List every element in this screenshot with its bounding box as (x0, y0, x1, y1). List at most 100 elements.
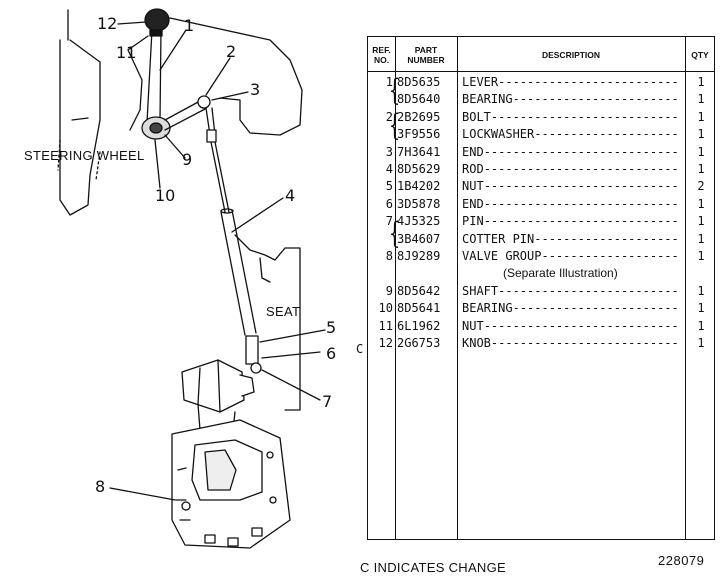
ref-no-cell: 5 (385, 179, 393, 194)
table-row: 8D5640 BEARING---------------------------… (368, 91, 714, 108)
description-cell: ROD-------------------------------------… (462, 161, 680, 178)
qty-cell: 2 (697, 179, 705, 194)
valve-upper (181, 359, 245, 413)
seat-outline (234, 234, 301, 411)
part-number-cell: 3D5878 (397, 196, 441, 211)
table-row: 3F9556 LOCKWASHER------------------------… (368, 126, 714, 143)
header-part-number: PART NUMBER (407, 45, 445, 65)
callout-5: 5 (326, 318, 337, 337)
callout-8: 8 (95, 477, 106, 496)
ref-no-cell: 12 (378, 336, 393, 350)
lever-body (146, 29, 162, 123)
col-divider (457, 37, 458, 539)
qty-cell: 1 (697, 249, 705, 263)
callout-3: 3 (250, 80, 261, 99)
description-cell: BOLT------------------------------------… (462, 109, 680, 126)
table-row: 18D5635LEVER----------------------------… (368, 74, 714, 91)
description-cell: LOCKWASHER------------------------------… (462, 126, 680, 143)
dot-leader: ---------------------------------------- (483, 179, 680, 194)
description-cell: KNOB------------------------------------… (462, 335, 680, 352)
description-cell: END-------------------------------------… (462, 196, 680, 213)
qty-cell: 1 (697, 127, 705, 142)
steering-wheel-label: STEERING WHEEL (24, 148, 145, 163)
callout-1: 1 (184, 16, 195, 35)
dot-leader: ---------------------------------------- (490, 336, 680, 350)
rod-tube (220, 209, 257, 336)
header-description: DESCRIPTION (541, 50, 601, 60)
cowl-edge (127, 49, 143, 131)
part-number-cell: 2G6753 (397, 336, 441, 350)
part-number-cell: 8D5629 (397, 162, 441, 176)
ref-no-cell: 3 (385, 144, 393, 159)
col-divider (395, 37, 396, 539)
dot-leader: ---------------------------------------- (534, 231, 680, 246)
ref-no-cell: 7 (385, 214, 393, 229)
header-qty: QTY (691, 50, 709, 60)
ref-no-cell: 9 (385, 283, 393, 298)
callout-12: 12 (97, 14, 118, 33)
callout-11: 11 (116, 43, 137, 62)
part-number-cell: 4J5325 (397, 214, 441, 229)
description-cell: (Separate Illustration) (503, 266, 618, 281)
part-number-cell: 8D5640 (397, 92, 441, 107)
qty-cell: 1 (697, 144, 705, 159)
callout-6: 6 (326, 344, 337, 363)
dot-leader: ---------------------------------------- (483, 144, 680, 159)
illustration-number: 228079 (658, 553, 705, 568)
arm-end (197, 95, 211, 109)
ref-no-cell: 1 (385, 75, 393, 89)
qty-cell: 1 (697, 162, 705, 176)
part-number-cell: 8D5641 (397, 301, 441, 316)
description-cell: END-------------------------------------… (462, 144, 680, 161)
leader-12 (117, 21, 147, 25)
dot-leader: ---------------------------------------- (498, 75, 680, 89)
ref-no-cell: 2 (385, 109, 393, 124)
ref-no-cell: 8 (385, 249, 393, 263)
table-row: 6 3D5878 END------------------------------… (368, 196, 714, 213)
callout-10: 10 (155, 186, 176, 205)
part-number-cell: 3F9556 (397, 127, 441, 142)
description-cell: PIN-------------------------------------… (462, 213, 680, 230)
part-number-cell: 8D5642 (397, 283, 441, 298)
qty-cell: 1 (697, 283, 705, 298)
brace-ref-1: { (388, 73, 401, 108)
seat-label: SEAT (266, 304, 301, 319)
leader-3 (211, 91, 249, 101)
part-number-cell: 7H3641 (397, 144, 441, 159)
table-row: 7 4J5325 PIN------------------------------… (368, 213, 714, 230)
table-row: 108D5641BEARING-------------------------… (368, 300, 714, 317)
qty-cell: 1 (697, 92, 705, 107)
leader-8 (109, 487, 176, 501)
ref-no-cell: 6 (385, 196, 393, 211)
description-cell: BEARING---------------------------------… (462, 91, 680, 108)
table-row: 51B4202NUT------------------------------… (368, 178, 714, 195)
description-cell: SHAFT-----------------------------------… (462, 283, 680, 300)
table-row: 48D5629ROD------------------------------… (368, 161, 714, 178)
rod-upper (210, 141, 230, 213)
table-row: 116L1962NUT-----------------------------… (368, 318, 714, 335)
brace-ref-7: { (388, 216, 401, 251)
ref-no-cell: 11 (378, 318, 393, 333)
leader-4 (231, 197, 284, 233)
part-number-cell: 6L1962 (397, 318, 441, 333)
dot-leader: ---------------------------------------- (498, 283, 680, 298)
part-number-cell: 3B4607 (397, 231, 441, 246)
leader-5 (259, 329, 326, 343)
table-row: 3 7H3641 END------------------------------… (368, 144, 714, 161)
part-number-cell: 1B4202 (397, 179, 441, 194)
part-number-cell: 8J9289 (397, 249, 441, 263)
change-legend: C INDICATES CHANGE (360, 560, 507, 575)
description-cell: BEARING---------------------------------… (462, 300, 680, 317)
leader-9 (164, 134, 186, 159)
leader-11 (127, 35, 149, 51)
leader-1 (159, 29, 187, 71)
rod-lower-end (245, 335, 259, 365)
qty-cell: 1 (697, 75, 705, 89)
table-row: 12 2G6753 KNOB----------------------------… (368, 335, 714, 352)
callout-9: 9 (182, 150, 193, 169)
description-cell: VALVE GROUP-----------------------------… (462, 248, 680, 265)
qty-cell: 1 (697, 214, 705, 229)
part-number-cell: 8D5635 (397, 75, 441, 89)
